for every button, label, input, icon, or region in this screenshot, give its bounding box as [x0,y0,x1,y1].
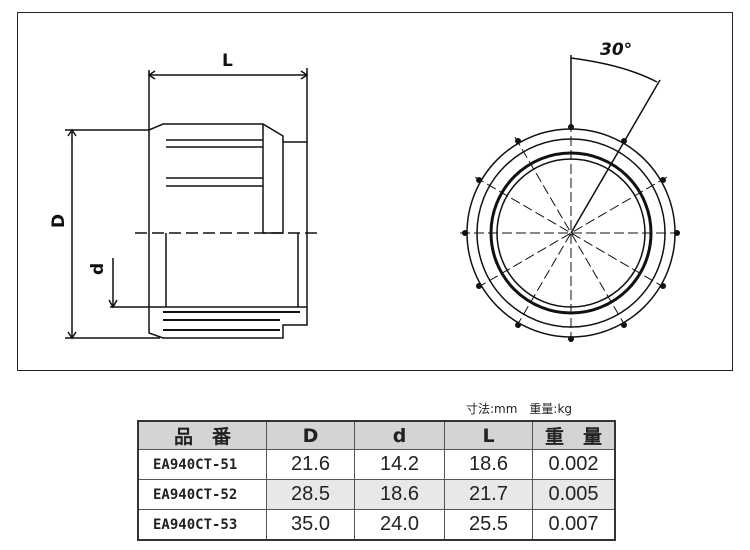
header-L: L [444,420,533,450]
angle-label: 30° [600,40,632,60]
cell-d: 14.2 [354,449,445,480]
part-number: EA940CT-53 [137,509,267,541]
cell-D: 21.6 [266,449,355,480]
cell-d: 18.6 [354,479,445,510]
cell-weight: 0.007 [532,509,616,541]
cell-L: 25.5 [444,509,533,541]
part-number: EA940CT-51 [137,449,267,480]
header-part-number: 品 番 [137,420,267,450]
header-d: d [354,420,445,450]
cell-weight: 0.002 [532,449,616,480]
label-L: L [222,51,233,71]
spec-table: 品 番 D d L 重 量 EA940CT-51 21.6 14.2 18.6 … [137,420,616,541]
header-weight: 重 量 [532,420,616,450]
table-row: EA940CT-52 28.5 18.6 21.7 0.005 [137,479,616,510]
technical-drawing: L D d 30° [49,40,682,344]
cell-D: 28.5 [266,479,355,510]
cell-d: 24.0 [354,509,445,541]
label-D: D [49,214,69,228]
side-view: L D d [49,51,322,340]
table-row: EA940CT-53 35.0 24.0 25.5 0.007 [137,509,616,541]
table-header: 品 番 D d L 重 量 [137,420,616,450]
cell-D: 35.0 [266,509,355,541]
cell-weight: 0.005 [532,479,616,510]
header-D: D [266,420,355,450]
label-d: d [88,263,108,275]
front-view: 30° [460,40,682,344]
drawing-frame [17,12,733,371]
cell-L: 21.7 [444,479,533,510]
cell-L: 18.6 [444,449,533,480]
units-note: 寸法:mm 重量:kg [466,402,573,416]
part-number: EA940CT-52 [137,479,267,510]
table-row: EA940CT-51 21.6 14.2 18.6 0.002 [137,449,616,480]
